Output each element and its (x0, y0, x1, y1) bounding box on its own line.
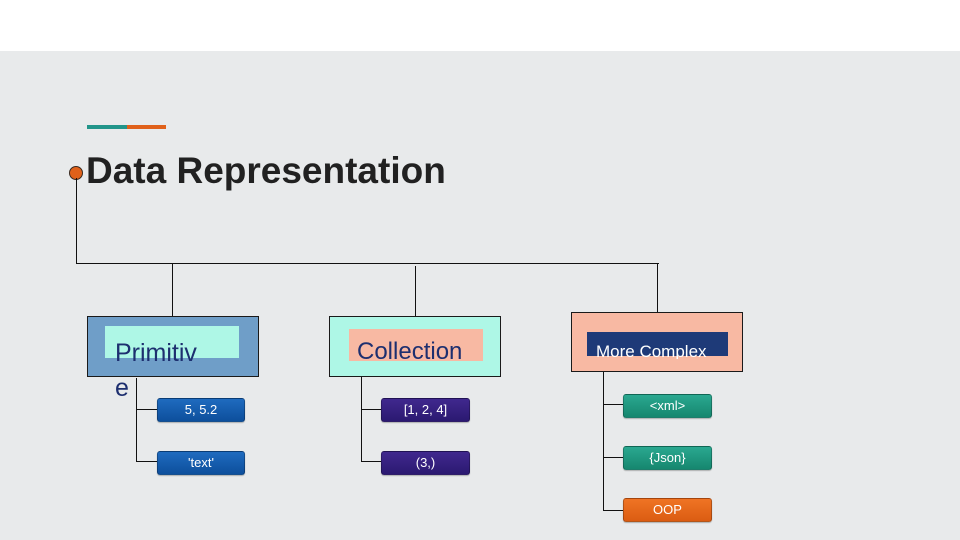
complex-item-xml: <xml> (623, 394, 712, 418)
collection-branch-1 (361, 409, 382, 410)
complex-subtree-line (603, 372, 604, 511)
connector-to-primitive (172, 264, 173, 317)
collection-label: Collection (357, 338, 463, 365)
primitive-item-text: 'text' (157, 451, 245, 475)
title-accent-teal (87, 125, 127, 129)
complex-branch-2 (603, 457, 624, 458)
collection-item-tuple: (3,) (381, 451, 470, 475)
collection-item-list: [1, 2, 4] (381, 398, 470, 422)
primitive-subtree-line (136, 378, 137, 462)
primitive-branch-1 (136, 409, 158, 410)
primitive-label-highlight (105, 326, 239, 358)
connector-to-collection (415, 266, 416, 317)
primitive-branch-2 (136, 461, 158, 462)
connector-horizontal (76, 263, 659, 264)
more-complex-label-highlight (587, 332, 728, 356)
complex-item-json: {Json} (623, 446, 712, 470)
complex-item-oop: OOP (623, 498, 712, 522)
complex-branch-1 (603, 404, 624, 405)
more-complex-label: More Complex (596, 342, 707, 359)
primitive-item-number: 5, 5.2 (157, 398, 245, 422)
title-accent-orange (127, 125, 166, 129)
complex-branch-3 (603, 510, 624, 511)
primitive-label: Primitiv e (115, 339, 197, 402)
more-complex-node (571, 312, 743, 372)
collection-label-highlight (349, 329, 483, 361)
primitive-node (87, 316, 259, 377)
collection-subtree-line (361, 377, 362, 462)
connector-to-complex (657, 264, 658, 312)
connector-trunk (76, 178, 77, 264)
collection-branch-2 (361, 461, 382, 462)
collection-node (329, 316, 501, 377)
page-title: Data Representation (86, 150, 446, 191)
